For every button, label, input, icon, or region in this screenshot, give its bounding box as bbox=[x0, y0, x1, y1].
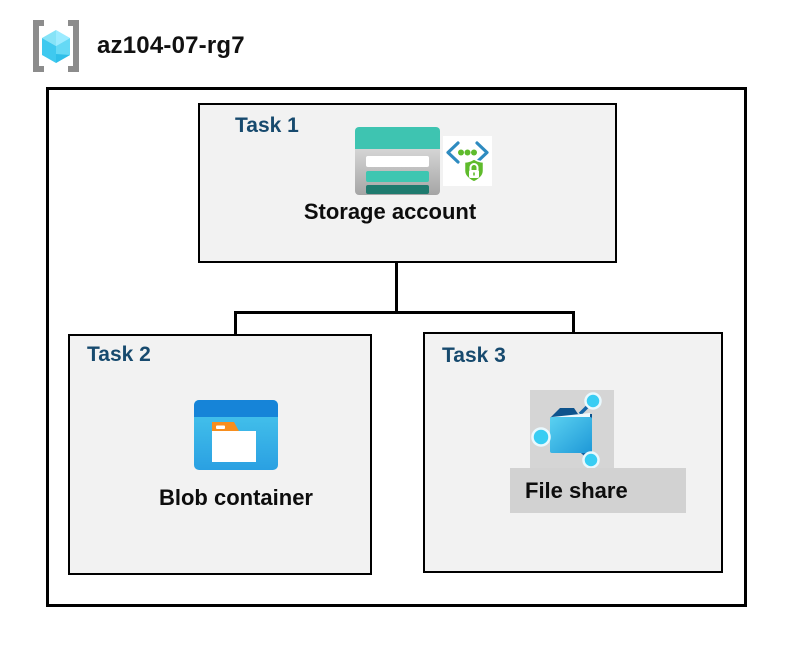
task2-label: Task 2 bbox=[87, 343, 151, 366]
connector-horizontal-bus bbox=[234, 311, 575, 314]
connector-storage-down bbox=[395, 230, 398, 314]
code-lock-icon bbox=[443, 136, 492, 186]
file-share-label-band: File share bbox=[510, 468, 686, 513]
task1-label: Task 1 bbox=[235, 114, 299, 137]
blob-container-label: Blob container bbox=[158, 485, 313, 510]
resource-group-header: az104-07-rg7 bbox=[30, 20, 245, 72]
file-share-label: File share bbox=[525, 477, 628, 503]
file-share-icon bbox=[531, 392, 602, 468]
resource-group-icon bbox=[33, 20, 79, 72]
file-share-highlight bbox=[530, 390, 614, 468]
task3-label: Task 3 bbox=[442, 344, 506, 367]
resource-group-name: az104-07-rg7 bbox=[97, 32, 245, 59]
storage-account-label: Storage account bbox=[303, 199, 477, 224]
blob-container-icon bbox=[194, 400, 278, 470]
storage-account-icon bbox=[355, 127, 440, 195]
